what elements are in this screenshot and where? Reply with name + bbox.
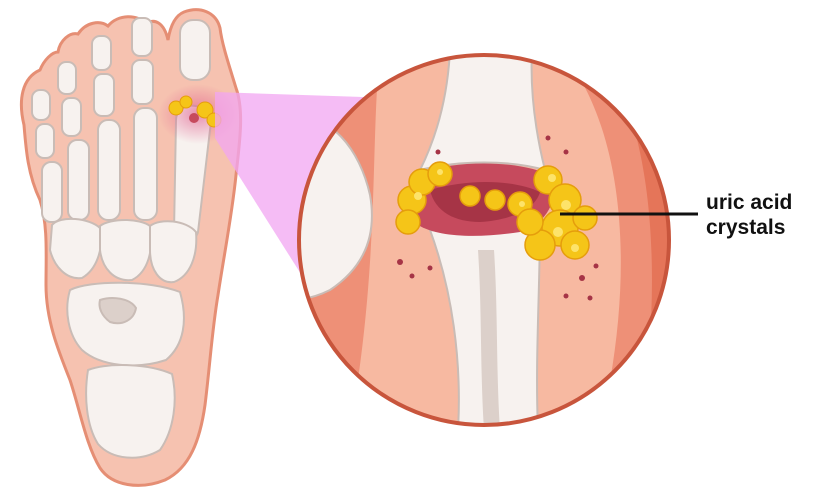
label-line-2: crystals [706,215,792,240]
foot-illustration [21,10,240,486]
label-line-1: uric acid [706,190,792,215]
uric-acid-crystals-label: uric acid crystals [706,190,792,240]
